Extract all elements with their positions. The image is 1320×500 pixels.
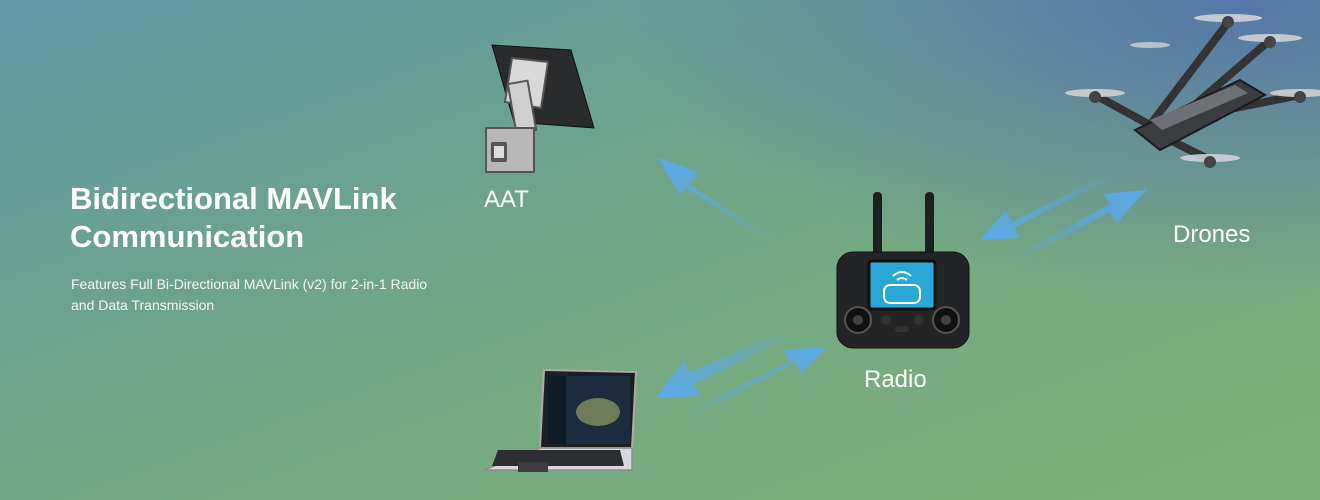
link-arrow-laptop-to-radio xyxy=(688,347,826,418)
link-arrow-drone-to-radio xyxy=(980,172,1112,240)
radio-controller-icon xyxy=(836,192,970,349)
link-arrow-radio-to-aat xyxy=(658,158,780,246)
laptop-icon xyxy=(483,368,638,472)
link-arrow-radio-to-drone xyxy=(1012,190,1146,263)
radio-label: Radio xyxy=(864,366,927,393)
drone-icon xyxy=(1065,14,1320,168)
page-title: Bidirectional MAVLink Communication xyxy=(70,181,397,254)
aat-label: AAT xyxy=(484,186,529,213)
aat-device-icon xyxy=(485,44,595,173)
page-subtitle: Features Full Bi-Directional MAVLink (v2… xyxy=(71,276,428,313)
link-arrow-radio-to-laptop xyxy=(656,328,794,398)
drones-label: Drones xyxy=(1173,221,1251,248)
